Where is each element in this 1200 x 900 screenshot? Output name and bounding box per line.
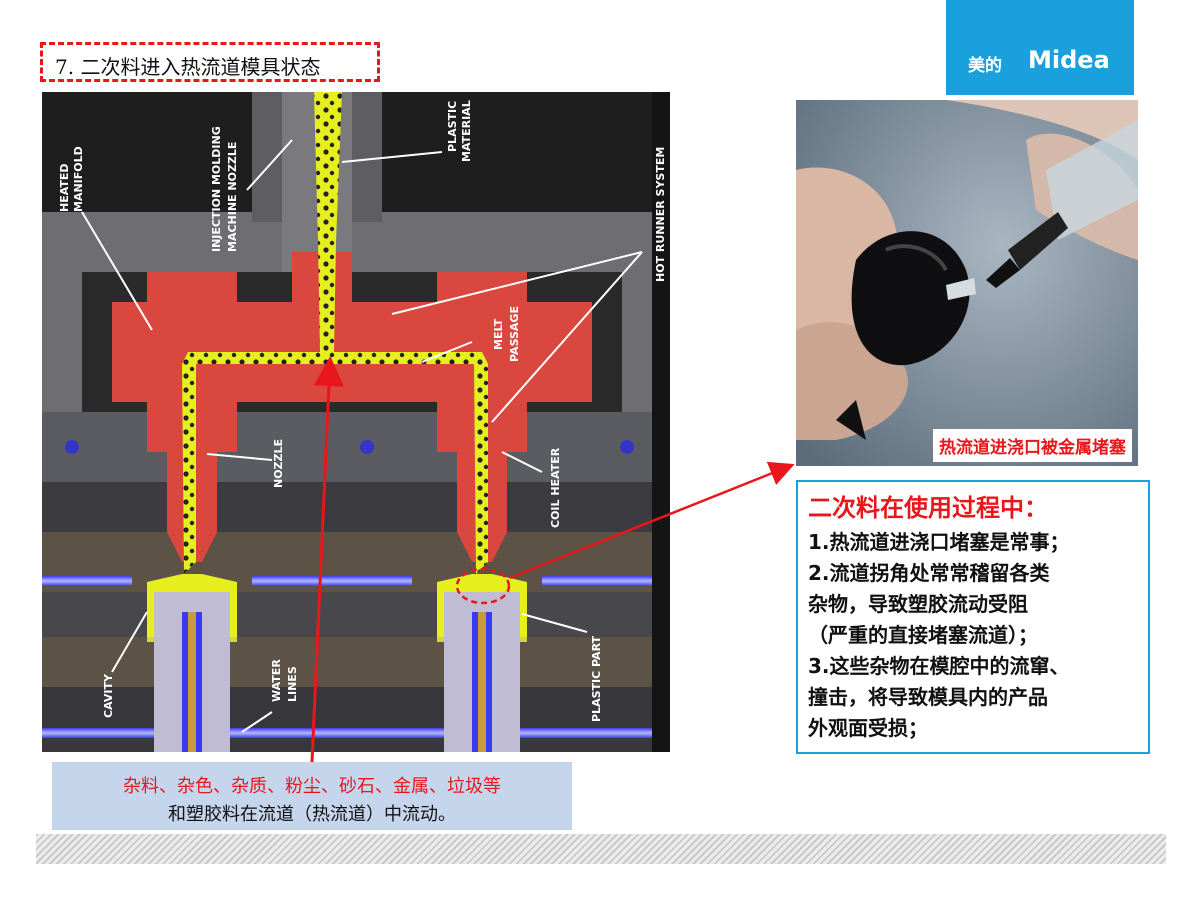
label-hot-runner-system: HOT RUNNER SYSTEM (654, 147, 667, 282)
logo-english-text: Midea (1028, 46, 1110, 74)
logo-chinese-text: 美的 (968, 56, 1002, 76)
notes-line: 外观面受损； (808, 716, 928, 740)
notes-heading: 二次料在使用过程中： (808, 494, 1048, 522)
hot-runner-illustration: HEATED MANIFOLD INJECTION MOLDING MACHIN… (42, 92, 670, 752)
notes-line: 2.流道拐角处常常稽留各类 (808, 561, 1050, 585)
label-melt-1: MELT (492, 318, 505, 350)
footer-stripe (36, 834, 1166, 864)
label-coil-heater: COIL HEATER (549, 447, 562, 528)
label-water-1: WATER (270, 659, 283, 702)
notes-box: 二次料在使用过程中： 1.热流道进浇口堵塞是常事； 2.流道拐角处常常稽留各类 … (796, 480, 1150, 754)
notes-line: 3.这些杂物在模腔中的流窜、 (808, 654, 1070, 678)
hot-runner-diagram: HEATED MANIFOLD INJECTION MOLDING MACHIN… (42, 92, 670, 752)
photo-caption: 热流道进浇口被金属堵塞 (933, 429, 1132, 462)
label-heated-manifold-1: HEATED (58, 163, 71, 212)
notes-line: 杂物，导致塑胶流动受阻 (808, 592, 1028, 616)
contaminant-note-box: 杂料、杂色、杂质、粉尘、砂石、金属、垃圾等 和塑胶料在流道（热流道）中流动。 (52, 762, 572, 830)
blocked-nozzle-photo: 热流道进浇口被金属堵塞 (796, 100, 1138, 466)
contaminant-description: 和塑胶料在流道（热流道）中流动。 (168, 804, 456, 825)
slide-title: 7. 二次料进入热流道模具状态 (55, 55, 321, 79)
notes-line: （严重的直接堵塞流道）； (808, 623, 1038, 647)
label-plastic-2: MATERIAL (460, 100, 473, 162)
slide-title-box: 7. 二次料进入热流道模具状态 (40, 42, 380, 82)
label-plastic-1: PLASTIC (446, 101, 459, 152)
label-plastic-part: PLASTIC PART (590, 635, 603, 722)
notes-line: 撞击，将导致模具内的产品 (808, 685, 1048, 709)
notes-line: 1.热流道进浇口堵塞是常事； (808, 530, 1070, 554)
label-cavity: CAVITY (102, 673, 115, 718)
label-heated-manifold-2: MANIFOLD (72, 146, 85, 212)
label-injection-2: MACHINE NOZZLE (226, 142, 239, 252)
label-melt-2: PASSAGE (508, 306, 521, 362)
photo-illustration (796, 100, 1138, 466)
label-injection-1: INJECTION MOLDING (210, 126, 223, 252)
label-water-2: LINES (286, 666, 299, 702)
label-nozzle: NOZZLE (272, 439, 285, 488)
contaminant-list: 杂料、杂色、杂质、粉尘、砂石、金属、垃圾等 (123, 776, 501, 797)
midea-logo: 美的 Midea (946, 0, 1134, 95)
